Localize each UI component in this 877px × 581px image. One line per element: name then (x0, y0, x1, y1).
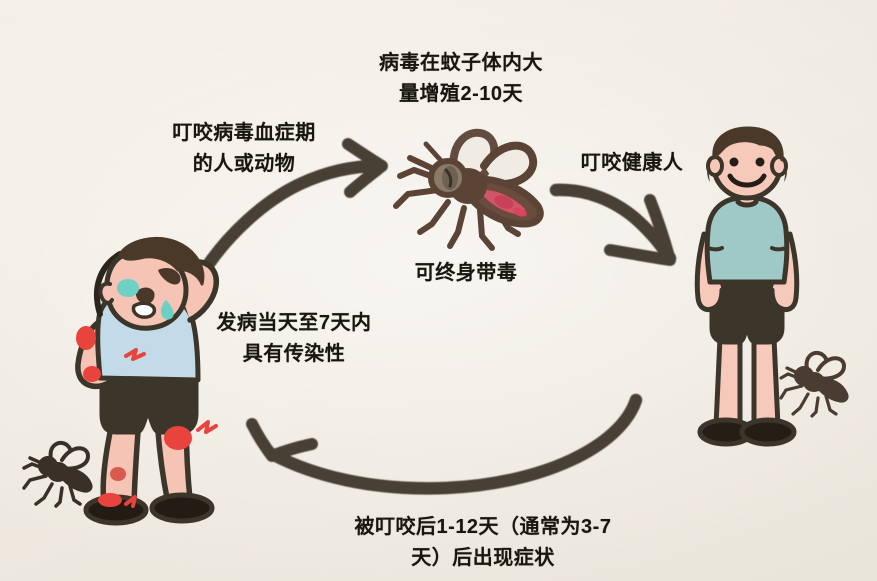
smile (727, 173, 767, 188)
rash-spot (76, 326, 96, 350)
mosquito-legs (393, 167, 521, 251)
rash-spot (83, 366, 101, 382)
rash-spot (98, 493, 122, 507)
sick-face-patch (117, 279, 139, 297)
itch-marks (124, 348, 218, 508)
shorts (709, 275, 785, 345)
shoe-right (149, 492, 215, 524)
rash-spot (164, 426, 192, 450)
shoe-right (739, 417, 797, 447)
label-virus-amplification: 病毒在蚊子体内大 量增殖2-10天 (379, 52, 543, 105)
shorts (99, 375, 199, 435)
label-bite-viremic-host: 叮咬病毒血症期 的人或动物 (172, 122, 316, 175)
rash-spot (110, 467, 126, 481)
mosquito-small-left-illustration (22, 440, 94, 508)
eye-right (755, 157, 765, 167)
mosquito-small-right-illustration (779, 350, 850, 418)
eye-left (729, 157, 739, 167)
shirt (704, 195, 790, 285)
arrow-healthy-to-person (246, 393, 643, 495)
mosquito-infected-illustration (392, 128, 562, 254)
label-lifelong-carrier: 可终身带毒 (414, 262, 518, 284)
arrow-mosquito-to-healthy (549, 183, 677, 266)
sick-person-illustration (30, 228, 240, 528)
wing-right (480, 141, 538, 189)
tear (161, 300, 174, 320)
label-incubation-period: 被叮咬后1-12天（通常为3-7 天）后出现症状 (354, 516, 612, 569)
open-mouth (131, 301, 157, 319)
label-bite-healthy-person: 叮咬健康人 (580, 152, 684, 174)
label-infectious-period: 发病当天至7天内 具有传染性 (216, 312, 372, 365)
healthy-person-illustration (664, 126, 830, 466)
